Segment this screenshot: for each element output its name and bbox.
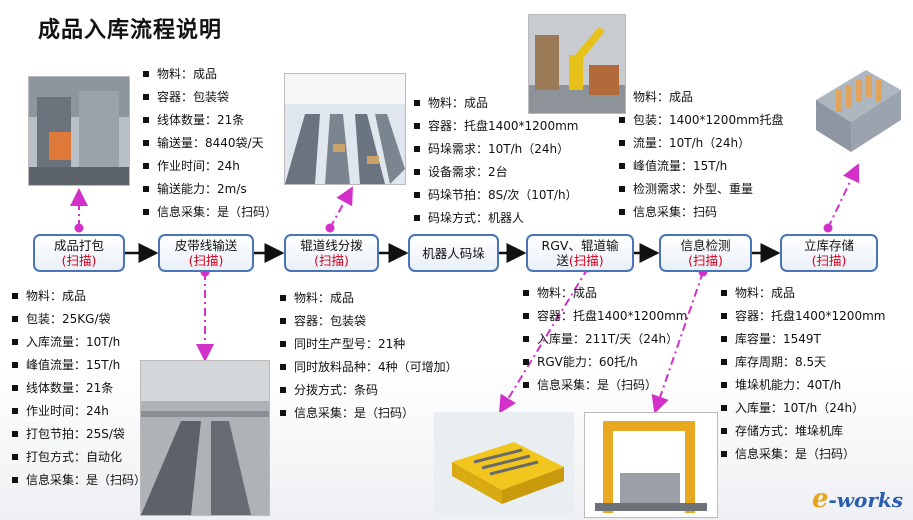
inspection-frame-photo: [584, 412, 718, 518]
spec-item: 物料：成品: [414, 92, 578, 115]
spec-list-robot: 物料：成品 容器：托盘1400*1200mm 码垛需求：10T/h（24h） 设…: [414, 92, 578, 230]
step-label: 立库存储: [803, 238, 854, 253]
spec-item: 库容量：1549T: [721, 328, 885, 351]
step-robot: 机器人码垛: [408, 234, 499, 272]
packing-machine-photo: [28, 76, 130, 186]
belt-conveyor-photo: [140, 360, 270, 516]
spec-item: 物料：成品: [721, 282, 885, 305]
dot-store: [823, 223, 833, 233]
spec-item: 流量：10T/h（24h）: [619, 132, 783, 155]
rgv-cart-photo: [434, 412, 574, 514]
spec-item: 峰值流量：15T/h: [619, 155, 783, 178]
spec-item: 物料：成品: [12, 285, 146, 308]
spec-list-pack: 物料：成品 包装：25KG/袋 入库流量：10T/h 峰值流量：15T/h 线体…: [12, 285, 146, 492]
spec-item: 物料：成品: [619, 86, 783, 109]
roller-line-photo: [284, 73, 406, 185]
eworks-logo: e-works: [811, 484, 903, 514]
spec-item: 信息采集：是（扫码）: [721, 443, 885, 466]
connector-rgv-photo: [498, 267, 589, 414]
scan-label: (扫描): [811, 253, 847, 268]
scan-label: (扫描): [61, 253, 97, 268]
step-label: 机器人码垛: [422, 245, 485, 261]
spec-item: 同时放料品种：4种（可增加）: [280, 356, 458, 379]
spec-item: 码垛需求：10T/h（24h）: [414, 138, 578, 161]
robot-palletizer-photo: [528, 14, 626, 114]
step-label-line1: RGV、辊道输: [541, 238, 619, 253]
spec-item: 库存周期：8.5天: [721, 351, 885, 374]
scan-label: (扫描): [314, 253, 349, 268]
dot-sort: [325, 223, 335, 233]
step-label-line2: 送: [556, 253, 569, 268]
step-pack: 成品打包 (扫描): [33, 234, 125, 272]
spec-item: 包装：1400*1200mm托盘: [619, 109, 783, 132]
step-label: 信息检测: [680, 238, 731, 253]
step-check: 信息检测 (扫描): [659, 234, 752, 272]
scan-label: (扫描): [188, 253, 224, 268]
scan-label: (扫描): [568, 253, 604, 268]
spec-item: 信息采集：是（扫码）: [12, 469, 146, 492]
spec-item: 输送能力：2m/s: [143, 178, 277, 201]
connector-check-photo: [651, 271, 704, 414]
spec-item: 作业时间：24h: [12, 400, 146, 423]
spec-item: 存储方式：堆垛机库: [721, 420, 885, 443]
spec-list-belt: 物料：成品 容器：包装袋 线体数量：21条 输送量：8440袋/天 作业时间：2…: [143, 63, 277, 224]
step-store: 立库存储 (扫描): [780, 234, 878, 272]
spec-item: 码垛节拍：8S/次（10T/h）: [414, 184, 578, 207]
step-belt: 皮带线输送 (扫描): [158, 234, 254, 272]
step-label: 辊道线分拨: [300, 238, 363, 253]
spec-item: 物料：成品: [143, 63, 277, 86]
spec-item: 入库流量：10T/h: [12, 331, 146, 354]
step-sort: 辊道线分拨 (扫描): [284, 234, 379, 272]
spec-item: 输送量：8440袋/天: [143, 132, 277, 155]
warehouse-rack-photo: [806, 60, 906, 162]
spec-item: 容器：托盘1400*1200mm: [414, 115, 578, 138]
connector-sort-photo: [329, 186, 353, 229]
spec-item: 打包方式：自动化: [12, 446, 146, 469]
spec-item: 入库量：211T/天（24h）: [523, 328, 687, 351]
spec-item: 信息采集：扫码: [619, 201, 783, 224]
spec-item: 线体数量：21条: [143, 109, 277, 132]
spec-list-sort: 物料：成品 容器：包装袋 同时生产型号：21种 同时放料品种：4种（可增加） 分…: [280, 287, 458, 425]
spec-list-check: 物料：成品 包装：1400*1200mm托盘 流量：10T/h（24h） 峰值流…: [619, 86, 783, 224]
spec-item: 容器：包装袋: [143, 86, 277, 109]
spec-item: 堆垛机能力：40T/h: [721, 374, 885, 397]
spec-item: 分拨方式：条码: [280, 379, 458, 402]
spec-item: 信息采集：是（扫码）: [523, 374, 687, 397]
spec-item: 峰值流量：15T/h: [12, 354, 146, 377]
spec-item: 容器：托盘1400*1200mm: [721, 305, 885, 328]
spec-item: 物料：成品: [280, 287, 458, 310]
connector-store-photo: [827, 163, 860, 229]
spec-item: 入库量：10T/h（24h）: [721, 397, 885, 420]
spec-item: 信息采集：是（扫码）: [143, 201, 277, 224]
spec-item: 物料：成品: [523, 282, 687, 305]
step-rgv: RGV、辊道输 送(扫描): [526, 234, 634, 272]
spec-item: 检测需求：外型、重量: [619, 178, 783, 201]
spec-list-rgv: 物料：成品 容器：托盘1400*1200mm 入库量：211T/天（24h） R…: [523, 282, 687, 397]
spec-item: 同时生产型号：21种: [280, 333, 458, 356]
spec-item: 码垛方式：机器人: [414, 207, 578, 230]
spec-list-store: 物料：成品 容器：托盘1400*1200mm 库容量：1549T 库存周期：8.…: [721, 282, 885, 466]
spec-item: 设备需求：2台: [414, 161, 578, 184]
step-label: 成品打包: [53, 238, 104, 253]
step-label: 皮带线输送: [174, 238, 238, 253]
spec-item: 线体数量：21条: [12, 377, 146, 400]
spec-item: 信息采集：是（扫码）: [280, 402, 458, 425]
scan-label: (扫描): [688, 253, 723, 268]
spec-item: 容器：包装袋: [280, 310, 458, 333]
spec-item: RGV能力：60托/h: [523, 351, 687, 374]
dot-pack: [74, 223, 84, 233]
spec-item: 包装：25KG/袋: [12, 308, 146, 331]
spec-item: 作业时间：24h: [143, 155, 277, 178]
spec-item: 容器：托盘1400*1200mm: [523, 305, 687, 328]
page-title: 成品入库流程说明: [38, 18, 223, 43]
spec-item: 打包节拍：25S/袋: [12, 423, 146, 446]
